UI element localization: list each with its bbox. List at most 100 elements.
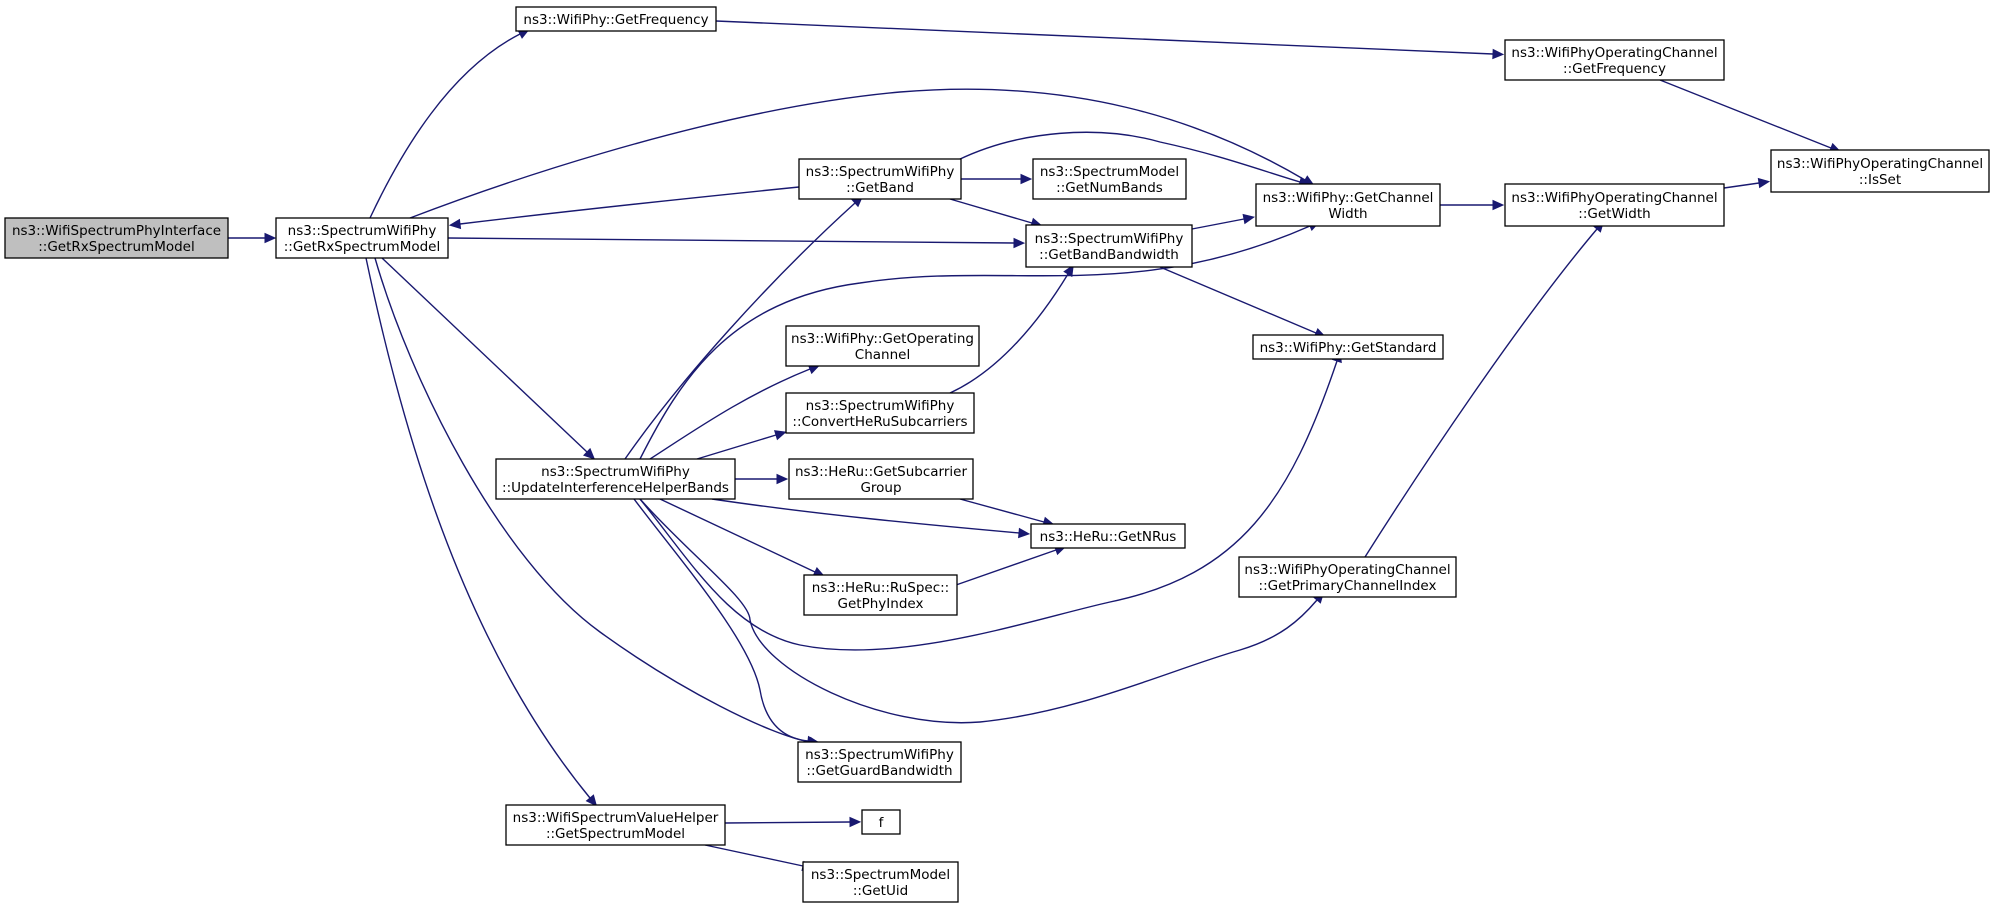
node-box[interactable]: [1238, 556, 1457, 598]
arrowhead-icon: [1020, 173, 1033, 185]
node-box[interactable]: [495, 458, 736, 500]
edge-line: [649, 368, 811, 460]
node-label-line: ns3::WifiPhy::GetOperating: [791, 331, 974, 347]
arrowhead-icon: [776, 473, 789, 485]
node-box[interactable]: [275, 217, 449, 259]
node-box[interactable]: [803, 574, 958, 616]
node-label-line: f: [879, 815, 885, 831]
arrowhead-icon: [264, 232, 277, 244]
edge-line: [374, 257, 811, 743]
node-box[interactable]: [1032, 158, 1187, 200]
node-label-line: ::GetWidth: [1578, 206, 1650, 222]
arrowhead-icon: [585, 794, 598, 807]
node-box[interactable]: [802, 861, 959, 903]
node-box[interactable]: [1770, 149, 1990, 193]
edge-line: [633, 498, 809, 742]
node-sp-bandbw[interactable]: ns3::SpectrumWifiPhy::GetBandBandwidth: [1025, 224, 1193, 268]
edge-woc_getwidth-to-woc_isset: [1723, 177, 1771, 189]
edge-wsvh_getsm-to-sm_getuid: [704, 844, 814, 872]
node-label-line: ns3::WifiPhy::GetFrequency: [523, 12, 708, 28]
node-box[interactable]: [785, 392, 975, 434]
edge-line: [624, 202, 856, 460]
edge-line: [957, 131, 1301, 183]
edges-layer: [228, 20, 1842, 872]
edge-line: [1723, 182, 1760, 189]
node-wp-getfreq[interactable]: ns3::WifiPhy::GetFrequency: [515, 6, 717, 32]
edge-sp_convert-to-sp_bandbw: [949, 264, 1074, 394]
node-label-line: ::GetFrequency: [1563, 61, 1666, 77]
node-label-line: ns3::WifiPhyOperatingChannel: [1777, 156, 1983, 172]
node-sp-getband[interactable]: ns3::SpectrumWifiPhy::GetBand: [798, 158, 962, 200]
node-box[interactable]: [1025, 224, 1193, 268]
node-label-line: ::GetRxSpectrumModel: [38, 239, 194, 255]
node-sp-guardbw[interactable]: ns3::SpectrumWifiPhy::GetGuardBandwidth: [797, 741, 962, 783]
node-label-line: ns3::WifiPhy::GetStandard: [1260, 340, 1437, 356]
node-woc-getfreq[interactable]: ns3::WifiPhyOperatingChannel::GetFrequen…: [1504, 39, 1725, 81]
edge-sp_getrx-to-wp_getfreq: [369, 28, 530, 219]
node-box[interactable]: [505, 804, 726, 846]
node-label-line: GetPhyIndex: [838, 596, 924, 612]
edge-heru_subgrp-to-heru_nrus: [959, 498, 1055, 527]
node-box[interactable]: [1252, 334, 1444, 360]
node-label-line: ns3::HeRu::GetNRus: [1040, 529, 1177, 545]
node-label-line: ns3::HeRu::RuSpec::: [812, 580, 949, 596]
node-label-line: ::GetBandBandwidth: [1039, 247, 1179, 263]
node-woc-getwidth[interactable]: ns3::WifiPhyOperatingChannel::GetWidth: [1504, 183, 1725, 227]
node-label-line: ns3::SpectrumModel: [1040, 164, 1179, 180]
node-f[interactable]: f: [861, 809, 901, 835]
node-label-line: ::GetRxSpectrumModel: [284, 239, 440, 255]
node-root[interactable]: ns3::WifiSpectrumPhyInterface::GetRxSpec…: [4, 217, 229, 259]
node-label-line: ns3::SpectrumWifiPhy: [805, 747, 954, 763]
edge-root-to-sp_getrx: [228, 232, 277, 244]
node-box[interactable]: [785, 325, 980, 367]
edge-line: [955, 549, 1057, 586]
edge-wp_getfreq-to-woc_getfreq: [715, 20, 1505, 60]
node-box[interactable]: [797, 741, 962, 783]
edge-line: [639, 360, 1338, 651]
node-box[interactable]: [1030, 523, 1186, 549]
node-wsvh-getsm[interactable]: ns3::WifiSpectrumValueHelper::GetSpectru…: [505, 804, 726, 846]
edge-sp_bandbw-to-wp_getstd: [1159, 266, 1327, 338]
node-label-line: ns3::WifiPhy::GetChannel: [1263, 190, 1434, 206]
node-box[interactable]: [515, 6, 717, 32]
node-box[interactable]: [1504, 39, 1725, 81]
node-box[interactable]: [4, 217, 229, 259]
edge-wsvh_getsm-to-f: [724, 816, 862, 828]
edge-sp_getrx-to-sp_bandbw: [447, 237, 1026, 249]
edge-heru_phyidx-to-heru_nrus: [955, 545, 1067, 586]
edge-line: [381, 257, 588, 453]
edge-line: [409, 88, 1306, 219]
edge-line: [724, 821, 851, 824]
edge-woc_primary-to-woc_getwidth: [1364, 220, 1605, 558]
node-box[interactable]: [788, 458, 974, 500]
node-sp-convert[interactable]: ns3::SpectrumWifiPhy::ConvertHeRuSubcarr…: [785, 392, 975, 434]
node-sm-getuid[interactable]: ns3::SpectrumModel::GetUid: [802, 861, 959, 903]
node-label-line: ::GetNumBands: [1056, 180, 1163, 196]
node-sm-numbands[interactable]: ns3::SpectrumModel::GetNumBands: [1032, 158, 1187, 200]
arrowhead-icon: [1018, 527, 1031, 539]
node-box[interactable]: [861, 809, 901, 835]
node-sp-getrx[interactable]: ns3::SpectrumWifiPhy::GetRxSpectrumModel: [275, 217, 449, 259]
node-heru-phyidx[interactable]: ns3::HeRu::RuSpec::GetPhyIndex: [803, 574, 958, 616]
node-label-line: ::GetGuardBandwidth: [806, 763, 952, 779]
edge-line: [639, 225, 1311, 460]
node-wp-getstd[interactable]: ns3::WifiPhy::GetStandard: [1252, 334, 1444, 360]
node-sp-update[interactable]: ns3::SpectrumWifiPhy::UpdateInterference…: [495, 458, 736, 500]
node-box[interactable]: [1255, 183, 1441, 227]
node-label-line: ns3::SpectrumWifiPhy: [806, 164, 955, 180]
arrowhead-icon: [773, 430, 787, 441]
node-box[interactable]: [798, 158, 962, 200]
node-heru-nrus[interactable]: ns3::HeRu::GetNRus: [1030, 523, 1186, 549]
edge-line: [711, 498, 1020, 534]
node-woc-primary[interactable]: ns3::WifiPhyOperatingChannel::GetPrimary…: [1238, 556, 1457, 598]
edge-sp_getband-to-sm_numbands: [961, 173, 1033, 185]
edge-wp_chwidth-to-woc_getwidth: [1440, 199, 1505, 211]
node-box[interactable]: [1504, 183, 1725, 227]
arrowhead-icon: [1757, 177, 1771, 189]
edge-sp_getband-to-sp_getrx: [448, 186, 800, 230]
node-woc-isset[interactable]: ns3::WifiPhyOperatingChannel::IsSet: [1770, 149, 1990, 193]
node-label-line: ns3::SpectrumModel: [811, 867, 950, 883]
